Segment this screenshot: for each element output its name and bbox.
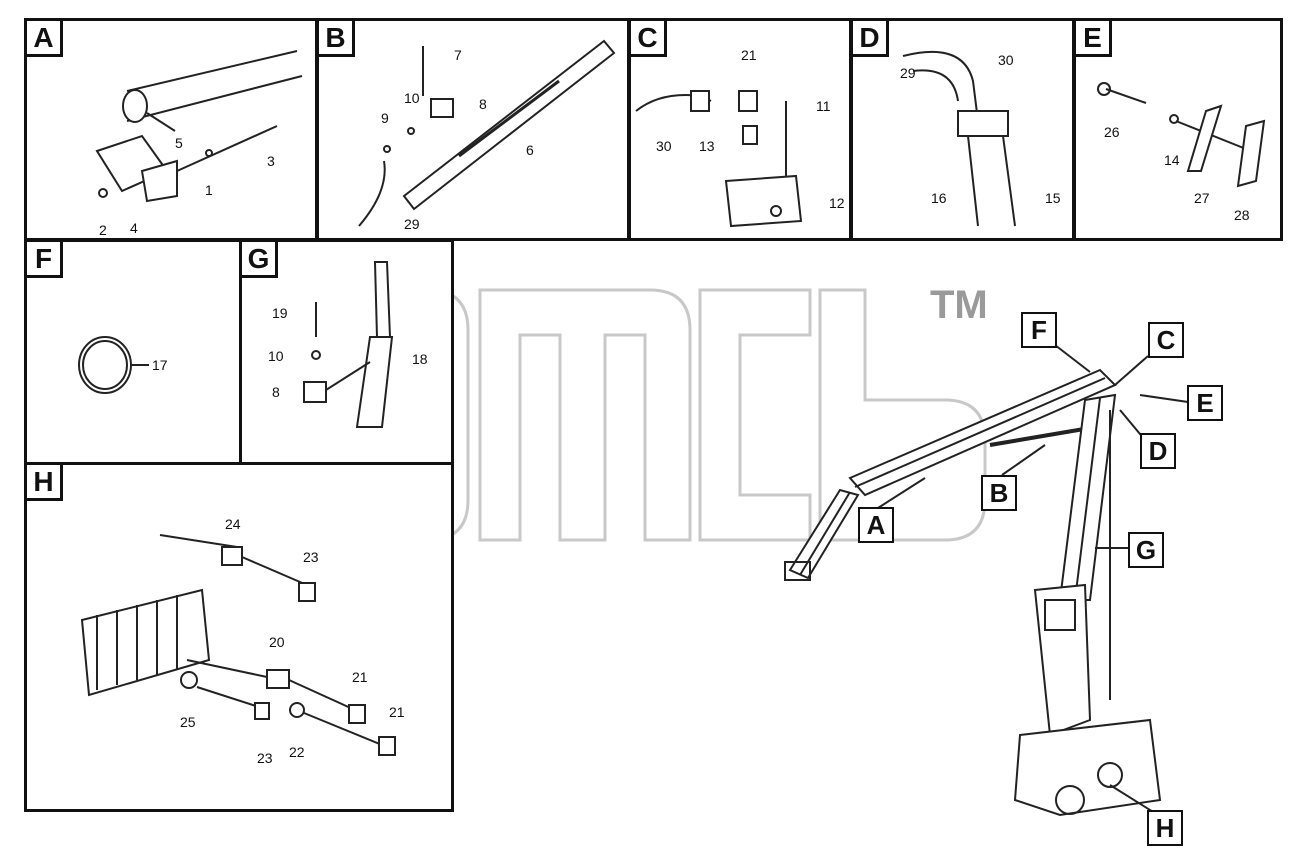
panel-A: A 5 3 1 2 4	[24, 18, 318, 241]
panel-F-drawing	[78, 336, 149, 394]
part-number: 14	[1164, 152, 1180, 168]
part-number: 28	[1234, 207, 1250, 223]
part-number: 10	[268, 348, 284, 364]
callout-F: F	[1021, 312, 1057, 348]
part-number: 25	[180, 714, 196, 730]
part-number: 18	[412, 351, 428, 367]
part-number: 21	[389, 704, 405, 720]
part-number: 16	[931, 190, 947, 206]
part-number: 3	[267, 153, 275, 169]
part-number: 22	[289, 744, 305, 760]
panel-label: G	[242, 242, 278, 278]
panel-H-drawing	[80, 534, 396, 756]
part-number: 9	[381, 110, 389, 126]
part-number: 8	[272, 384, 280, 400]
part-number: 30	[998, 52, 1014, 68]
panel-C: C 21 11 30 13 12	[628, 18, 852, 241]
crane-drawing	[784, 344, 1189, 817]
watermark-tm: TM	[930, 283, 988, 327]
part-number: 26	[1104, 124, 1120, 140]
panel-F: F 17	[24, 239, 242, 465]
callout-D: D	[1140, 433, 1176, 469]
panel-label: H	[27, 465, 63, 501]
part-number: 17	[152, 357, 168, 373]
callout-A: A	[858, 507, 894, 543]
part-number: 11	[816, 98, 831, 114]
panel-label: F	[27, 242, 63, 278]
part-number: 29	[404, 216, 420, 232]
panel-B-drawing	[358, 39, 616, 227]
part-number: 13	[699, 138, 715, 154]
part-number: 5	[175, 135, 183, 151]
callout-E: E	[1187, 385, 1223, 421]
part-number: 1	[205, 182, 213, 198]
part-number: 20	[269, 634, 285, 650]
part-number: 12	[829, 195, 845, 211]
part-number: 6	[526, 142, 534, 158]
part-number: 23	[303, 549, 319, 565]
panel-D: D 30 29 16 15	[850, 18, 1075, 241]
part-number: 21	[352, 669, 368, 685]
panel-G: G 19 10 18 8	[239, 239, 454, 465]
part-number: 7	[454, 47, 462, 63]
panel-label: D	[853, 21, 889, 57]
panel-G-drawing	[303, 261, 394, 428]
panel-C-drawing	[635, 90, 803, 228]
part-number: 29	[900, 65, 916, 81]
part-number: 21	[741, 47, 757, 63]
part-number: 24	[225, 516, 241, 532]
part-number: 8	[479, 96, 487, 112]
part-number: 27	[1194, 190, 1210, 206]
part-number: 4	[130, 220, 138, 236]
panel-E: E 26 14 27 28	[1073, 18, 1283, 241]
panel-E-drawing	[1097, 82, 1266, 188]
callout-B: B	[981, 475, 1017, 511]
panel-label: B	[319, 21, 355, 57]
part-number: 19	[272, 305, 288, 321]
panel-label: A	[27, 21, 63, 57]
part-number: 30	[656, 138, 672, 154]
panel-label: C	[631, 21, 667, 57]
callout-G: G	[1128, 532, 1164, 568]
callout-H: H	[1147, 810, 1183, 846]
panel-H: H 24 23 20 21 21 25 23	[24, 462, 454, 812]
part-number: 15	[1045, 190, 1061, 206]
panel-A-drawing	[95, 50, 303, 203]
part-number: 2	[99, 222, 107, 238]
part-number: 23	[257, 750, 273, 766]
panel-D-drawing	[902, 50, 1016, 227]
panel-label: E	[1076, 21, 1112, 57]
part-number: 10	[404, 90, 420, 106]
panel-B: B 7 10 8 9 6 29	[316, 18, 630, 241]
callout-C: C	[1148, 322, 1184, 358]
